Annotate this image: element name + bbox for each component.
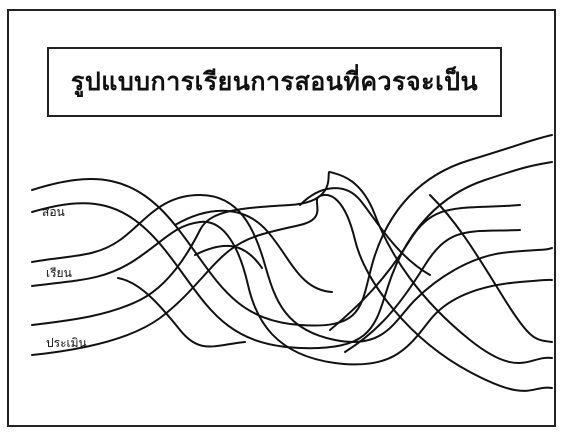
braid-band-evaluate-top bbox=[32, 172, 552, 363]
braid-band-teach-top bbox=[32, 135, 552, 326]
braid-band-learn-top bbox=[32, 195, 552, 342]
braid-band-crossing-4 bbox=[330, 205, 520, 330]
braid-band-evaluate-bottom bbox=[32, 195, 552, 391]
label-learn: เรียน bbox=[46, 264, 72, 283]
braid-band-crossing-7 bbox=[118, 278, 245, 347]
label-evaluate: ประเมิน bbox=[46, 334, 87, 353]
label-teach: สอน bbox=[42, 203, 65, 222]
braid-band-crossing-3 bbox=[300, 188, 430, 275]
